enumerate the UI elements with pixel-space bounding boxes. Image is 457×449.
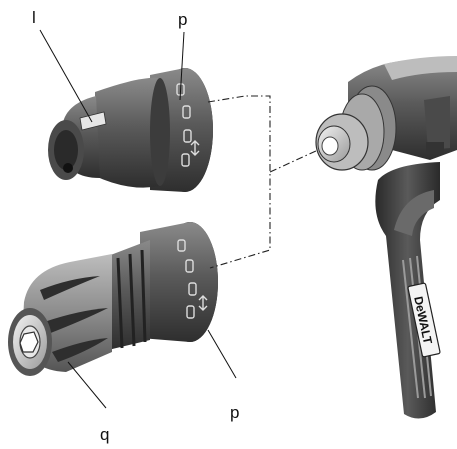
brand-logo: DeWALT xyxy=(407,282,441,358)
leader-lines xyxy=(39,29,237,409)
callout-q: q xyxy=(100,425,110,444)
ribs xyxy=(116,249,147,349)
callout-l: l xyxy=(32,8,36,27)
upper-chuck xyxy=(48,68,213,192)
drill: DeWALT xyxy=(315,56,457,419)
assembly-guide-lines xyxy=(207,95,319,269)
callout-p-top: p xyxy=(178,10,188,29)
lower-chuck xyxy=(8,222,218,376)
ring-markings-lower xyxy=(177,239,208,319)
callout-p-bottom: p xyxy=(230,403,240,422)
